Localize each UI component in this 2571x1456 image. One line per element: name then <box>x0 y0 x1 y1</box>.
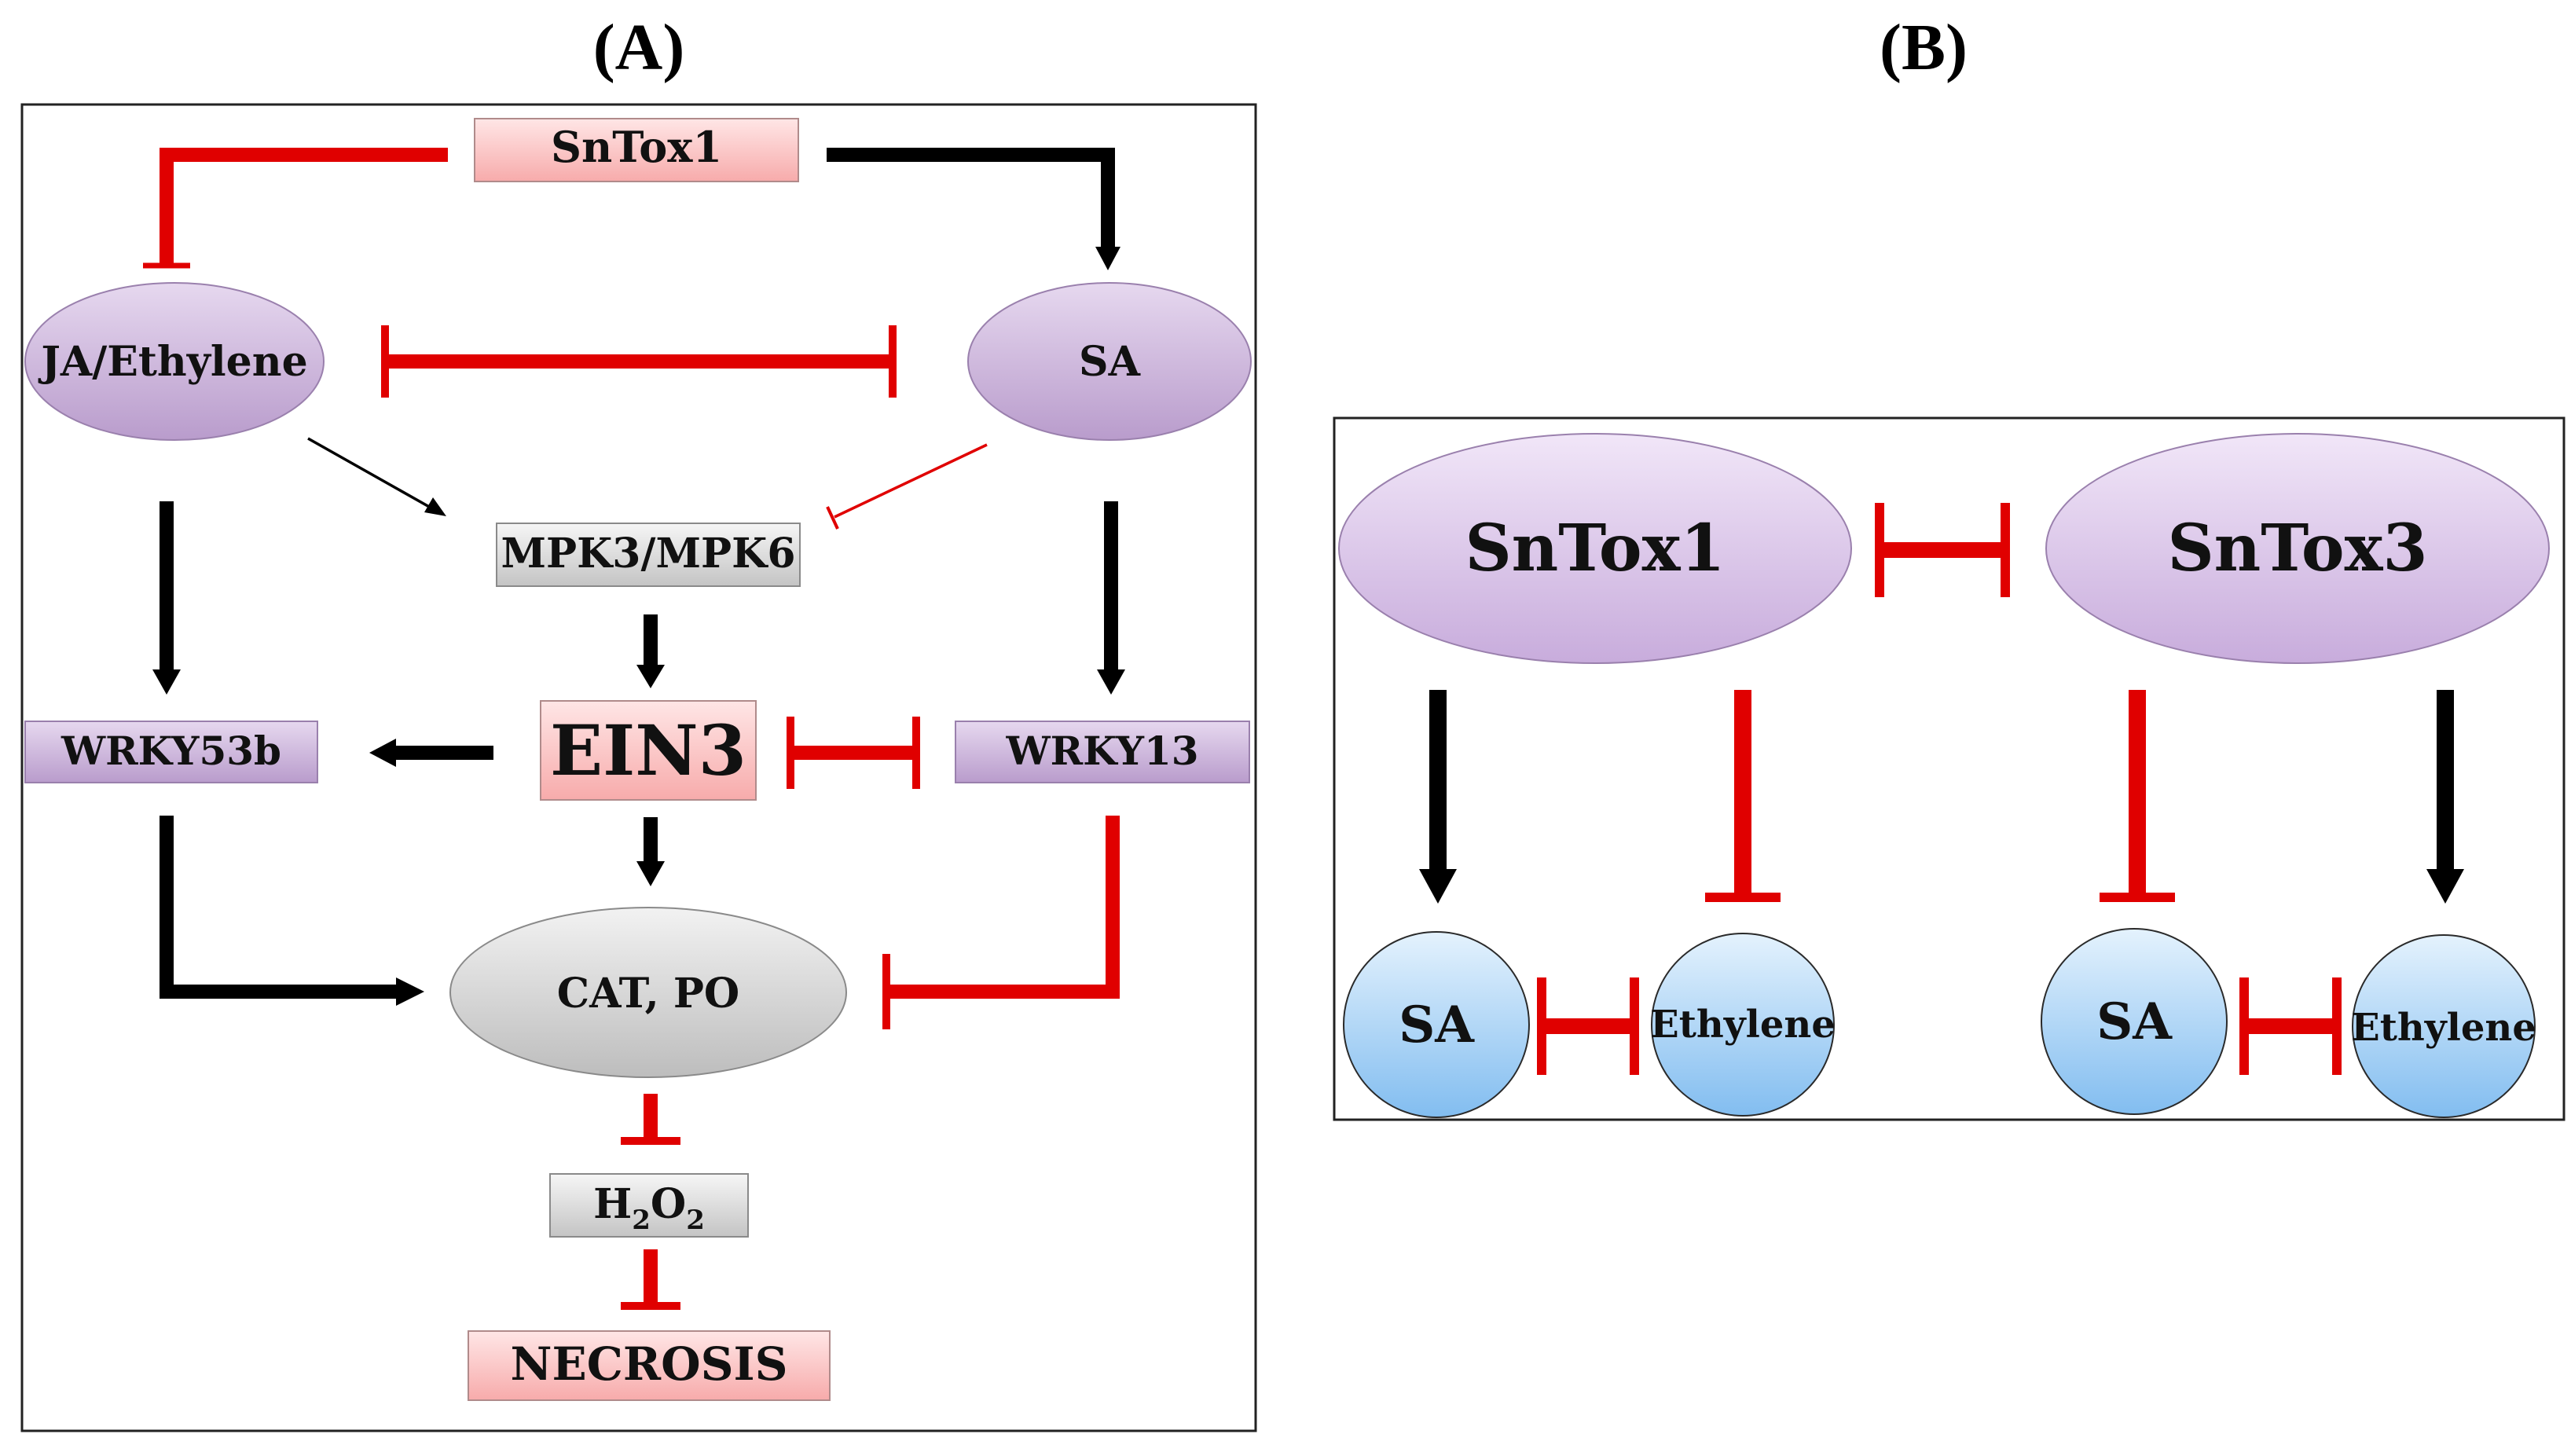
sa-left-node-b <box>1343 931 1530 1118</box>
h2o2-sub2: 2 <box>686 1205 705 1236</box>
ja-ethylene-label: JA/Ethylene <box>38 338 307 386</box>
edge-ein3-activates-wrky53b-head <box>369 739 396 767</box>
sa-right-node-b <box>2041 928 2228 1115</box>
necrosis-box <box>468 1330 831 1401</box>
edge-wrky53b-activates-catpo-head <box>396 977 424 1006</box>
sa-right-label-b: SA <box>2096 992 2173 1051</box>
edge-b-sntox1-activates-sa-head <box>1419 869 1457 904</box>
ethylene-right-label-b: Ethylene <box>2351 1006 2536 1050</box>
edge-sntox1-activates-sa <box>827 148 1115 250</box>
mpk-label: MPK3/MPK6 <box>501 530 795 578</box>
edge-sntox1-activates-sa-head <box>1095 247 1120 270</box>
mpk-box <box>496 523 801 587</box>
edge-ein3-activates-catpo-head <box>636 861 665 886</box>
h2o2-label: H2O2 <box>593 1180 705 1236</box>
edge-mpk-activates-ein3-head <box>636 665 665 688</box>
sntox3-label-b: SnTox3 <box>2167 511 2427 586</box>
necrosis-label: NECROSIS <box>510 1337 787 1391</box>
edge-sa-inhibits-mpk <box>834 443 988 519</box>
edge-sa-inhibits-mpk-bar <box>826 506 839 530</box>
sntox1-label: SnTox1 <box>551 122 722 172</box>
panel-b-title: (B) <box>1880 11 1968 84</box>
sa-node <box>967 282 1252 441</box>
panel-b-frame <box>1333 416 2565 1121</box>
sa-label: SA <box>1079 338 1141 386</box>
ein3-box <box>540 700 757 801</box>
h2o2-o: O <box>651 1180 686 1228</box>
edge-wrky53b-activates-catpo <box>160 816 399 999</box>
ethylene-left-node-b <box>1651 933 1835 1117</box>
wrky13-box <box>955 721 1250 783</box>
wrky53b-box <box>24 721 318 783</box>
ethylene-left-label-b: Ethylene <box>1650 1003 1836 1047</box>
edge-b-sntox3-activates-ethylene-head <box>2426 869 2464 904</box>
panel-a-frame <box>20 103 1257 1432</box>
sntox3-node-b <box>2045 433 2550 664</box>
edge-sa-activates-wrky13-head <box>1097 669 1125 695</box>
wrky13-label: WRKY13 <box>1005 728 1198 774</box>
cat-po-node <box>449 907 847 1078</box>
cat-po-label: CAT, PO <box>557 970 739 1018</box>
ethylene-right-node-b <box>2352 934 2536 1118</box>
h2o2-h: H <box>593 1180 632 1228</box>
sntox1-label-b: SnTox1 <box>1465 511 1725 586</box>
sa-left-label-b: SA <box>1399 996 1475 1054</box>
edge-ja-activates-mpk-head <box>424 497 446 516</box>
edge-ja-activates-mpk <box>307 437 431 509</box>
wrky53b-label: WRKY53b <box>61 728 281 774</box>
ja-ethylene-node <box>24 282 325 441</box>
sntox1-box <box>474 118 799 182</box>
h2o2-box <box>549 1173 749 1238</box>
edge-wrky13-inhibits-catpo <box>888 816 1120 999</box>
panel-a-title: (A) <box>593 11 685 84</box>
edge-sntox1-inhibits-ja <box>160 148 448 266</box>
ein3-label: EIN3 <box>550 710 746 791</box>
edge-ja-activates-wrky53b-head <box>152 669 181 695</box>
sntox1-node-b <box>1338 433 1852 664</box>
h2o2-sub1: 2 <box>632 1205 651 1236</box>
